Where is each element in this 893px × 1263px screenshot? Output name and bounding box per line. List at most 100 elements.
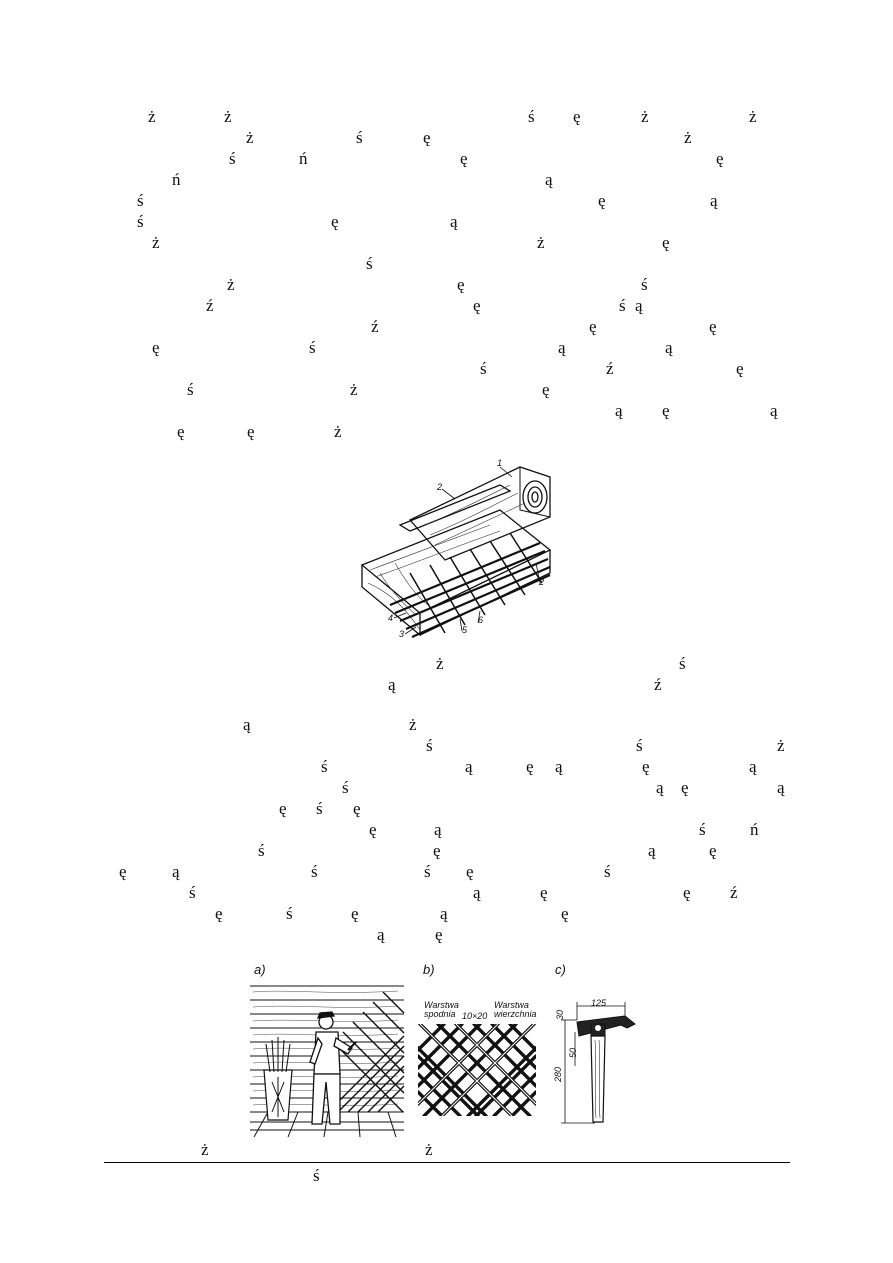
text-glyph: ą bbox=[473, 883, 481, 902]
text-glyph: ę bbox=[598, 191, 606, 210]
figure-2-label-c: c) bbox=[555, 962, 566, 977]
text-glyph: ę bbox=[561, 904, 569, 923]
text-glyph: ę bbox=[709, 317, 717, 336]
text-glyph: ę bbox=[662, 233, 670, 252]
text-glyph: ę bbox=[526, 757, 534, 776]
text-glyph: ę bbox=[369, 820, 377, 839]
text-glyph: ą bbox=[555, 757, 563, 776]
text-glyph: ż bbox=[684, 128, 692, 147]
text-glyph: ś bbox=[342, 778, 349, 797]
text-glyph: ą bbox=[710, 191, 718, 210]
figure-2c-dim-length: 280 bbox=[553, 1066, 563, 1082]
text-glyph: ź bbox=[654, 675, 662, 694]
figure-1-callout: 1 bbox=[497, 458, 503, 468]
text-glyph: ź bbox=[730, 883, 738, 902]
text-glyph: ą bbox=[243, 715, 251, 734]
text-glyph: ś bbox=[356, 128, 363, 147]
figure-1-beam-drawing bbox=[360, 466, 552, 639]
text-glyph: ż bbox=[334, 422, 342, 441]
text-glyph: ż bbox=[152, 233, 160, 252]
text-glyph: ś bbox=[366, 254, 373, 273]
text-glyph: ą bbox=[545, 170, 553, 189]
text-glyph: ś bbox=[313, 1166, 320, 1185]
text-glyph: ę bbox=[331, 212, 339, 231]
text-glyph: ś bbox=[189, 883, 196, 902]
text-glyph: ś bbox=[426, 736, 433, 755]
text-glyph: ę bbox=[709, 841, 717, 860]
text-glyph: ę bbox=[433, 841, 441, 860]
text-glyph: ś bbox=[258, 841, 265, 860]
figure-2b-lattice-drawing bbox=[418, 1024, 536, 1116]
text-glyph: ż bbox=[148, 107, 156, 126]
text-glyph: ś bbox=[137, 212, 144, 231]
figure-2b-label-bottom-layer: Warstwa spodnia bbox=[424, 1000, 459, 1020]
text-glyph: ę bbox=[119, 862, 127, 881]
text-glyph: ś bbox=[604, 862, 611, 881]
text-glyph: ś bbox=[679, 654, 686, 673]
text-glyph: ę bbox=[662, 401, 670, 420]
text-glyph: ą bbox=[388, 675, 396, 694]
text-glyph: ą bbox=[465, 757, 473, 776]
text-glyph: ą bbox=[635, 296, 643, 315]
text-glyph: ś bbox=[321, 757, 328, 776]
text-glyph: ś bbox=[619, 296, 626, 315]
text-glyph: ż bbox=[537, 233, 545, 252]
text-glyph: ź bbox=[606, 359, 614, 378]
text-glyph: ś bbox=[480, 359, 487, 378]
figure-1-callout: 2 bbox=[539, 577, 545, 587]
text-glyph: ź bbox=[371, 317, 379, 336]
figure-2c-dim-width: 125 bbox=[591, 998, 607, 1008]
text-glyph: ę bbox=[736, 359, 744, 378]
text-glyph: ę bbox=[457, 275, 465, 294]
text-glyph: ś bbox=[137, 191, 144, 210]
text-glyph: ż bbox=[641, 107, 649, 126]
figure-1-callout: 6 bbox=[478, 615, 484, 625]
text-glyph: ę bbox=[716, 149, 724, 168]
footnote-rule bbox=[104, 1162, 790, 1163]
text-glyph: ż bbox=[436, 654, 444, 673]
text-glyph: ż bbox=[246, 128, 254, 147]
text-glyph: ś bbox=[311, 862, 318, 881]
figure-2b-label-top-layer: Warstwa wierzchnia bbox=[494, 1000, 537, 1020]
figure-1-callout: 5 bbox=[462, 625, 468, 635]
text-glyph: ż bbox=[201, 1140, 209, 1159]
text-glyph: ę bbox=[466, 862, 474, 881]
text-glyph: ś bbox=[636, 736, 643, 755]
text-glyph: ę bbox=[683, 883, 691, 902]
text-glyph: ą bbox=[749, 757, 757, 776]
text-glyph: ę bbox=[589, 317, 597, 336]
text-glyph: ę bbox=[215, 904, 223, 923]
text-glyph: ń bbox=[172, 170, 181, 189]
text-glyph: ą bbox=[450, 212, 458, 231]
text-glyph: ą bbox=[656, 778, 664, 797]
figure-2a-worker-drawing bbox=[250, 985, 405, 1137]
text-glyph: ź bbox=[206, 296, 214, 315]
text-glyph: ń bbox=[299, 149, 308, 168]
text-glyph: ę bbox=[423, 128, 431, 147]
text-glyph: ą bbox=[377, 925, 385, 944]
text-glyph: ę bbox=[642, 757, 650, 776]
text-glyph: ś bbox=[187, 380, 194, 399]
text-glyph: ę bbox=[460, 149, 468, 168]
text-glyph: ą bbox=[434, 820, 442, 839]
text-glyph: ż bbox=[224, 107, 232, 126]
text-glyph: ę bbox=[351, 904, 359, 923]
figure-1-callout: 2 bbox=[437, 482, 443, 492]
text-glyph: ś bbox=[699, 820, 706, 839]
text-glyph: ę bbox=[540, 883, 548, 902]
text-glyph: ą bbox=[665, 338, 673, 357]
text-glyph: ś bbox=[309, 338, 316, 357]
text-glyph: ż bbox=[409, 715, 417, 734]
text-glyph: ś bbox=[316, 799, 323, 818]
text-glyph: ń bbox=[750, 820, 759, 839]
figure-1-callout: 3 bbox=[399, 629, 405, 639]
text-glyph: ś bbox=[528, 107, 535, 126]
text-glyph: ę bbox=[353, 799, 361, 818]
text-glyph: ą bbox=[770, 401, 778, 420]
figure-2c-dim-neck: 50 bbox=[568, 1047, 578, 1058]
text-glyph: ż bbox=[777, 736, 785, 755]
figure-2b-label-size: 10×20 bbox=[462, 1011, 488, 1021]
text-glyph: ę bbox=[542, 380, 550, 399]
text-glyph: ę bbox=[473, 296, 481, 315]
text-glyph: ś bbox=[424, 862, 431, 881]
